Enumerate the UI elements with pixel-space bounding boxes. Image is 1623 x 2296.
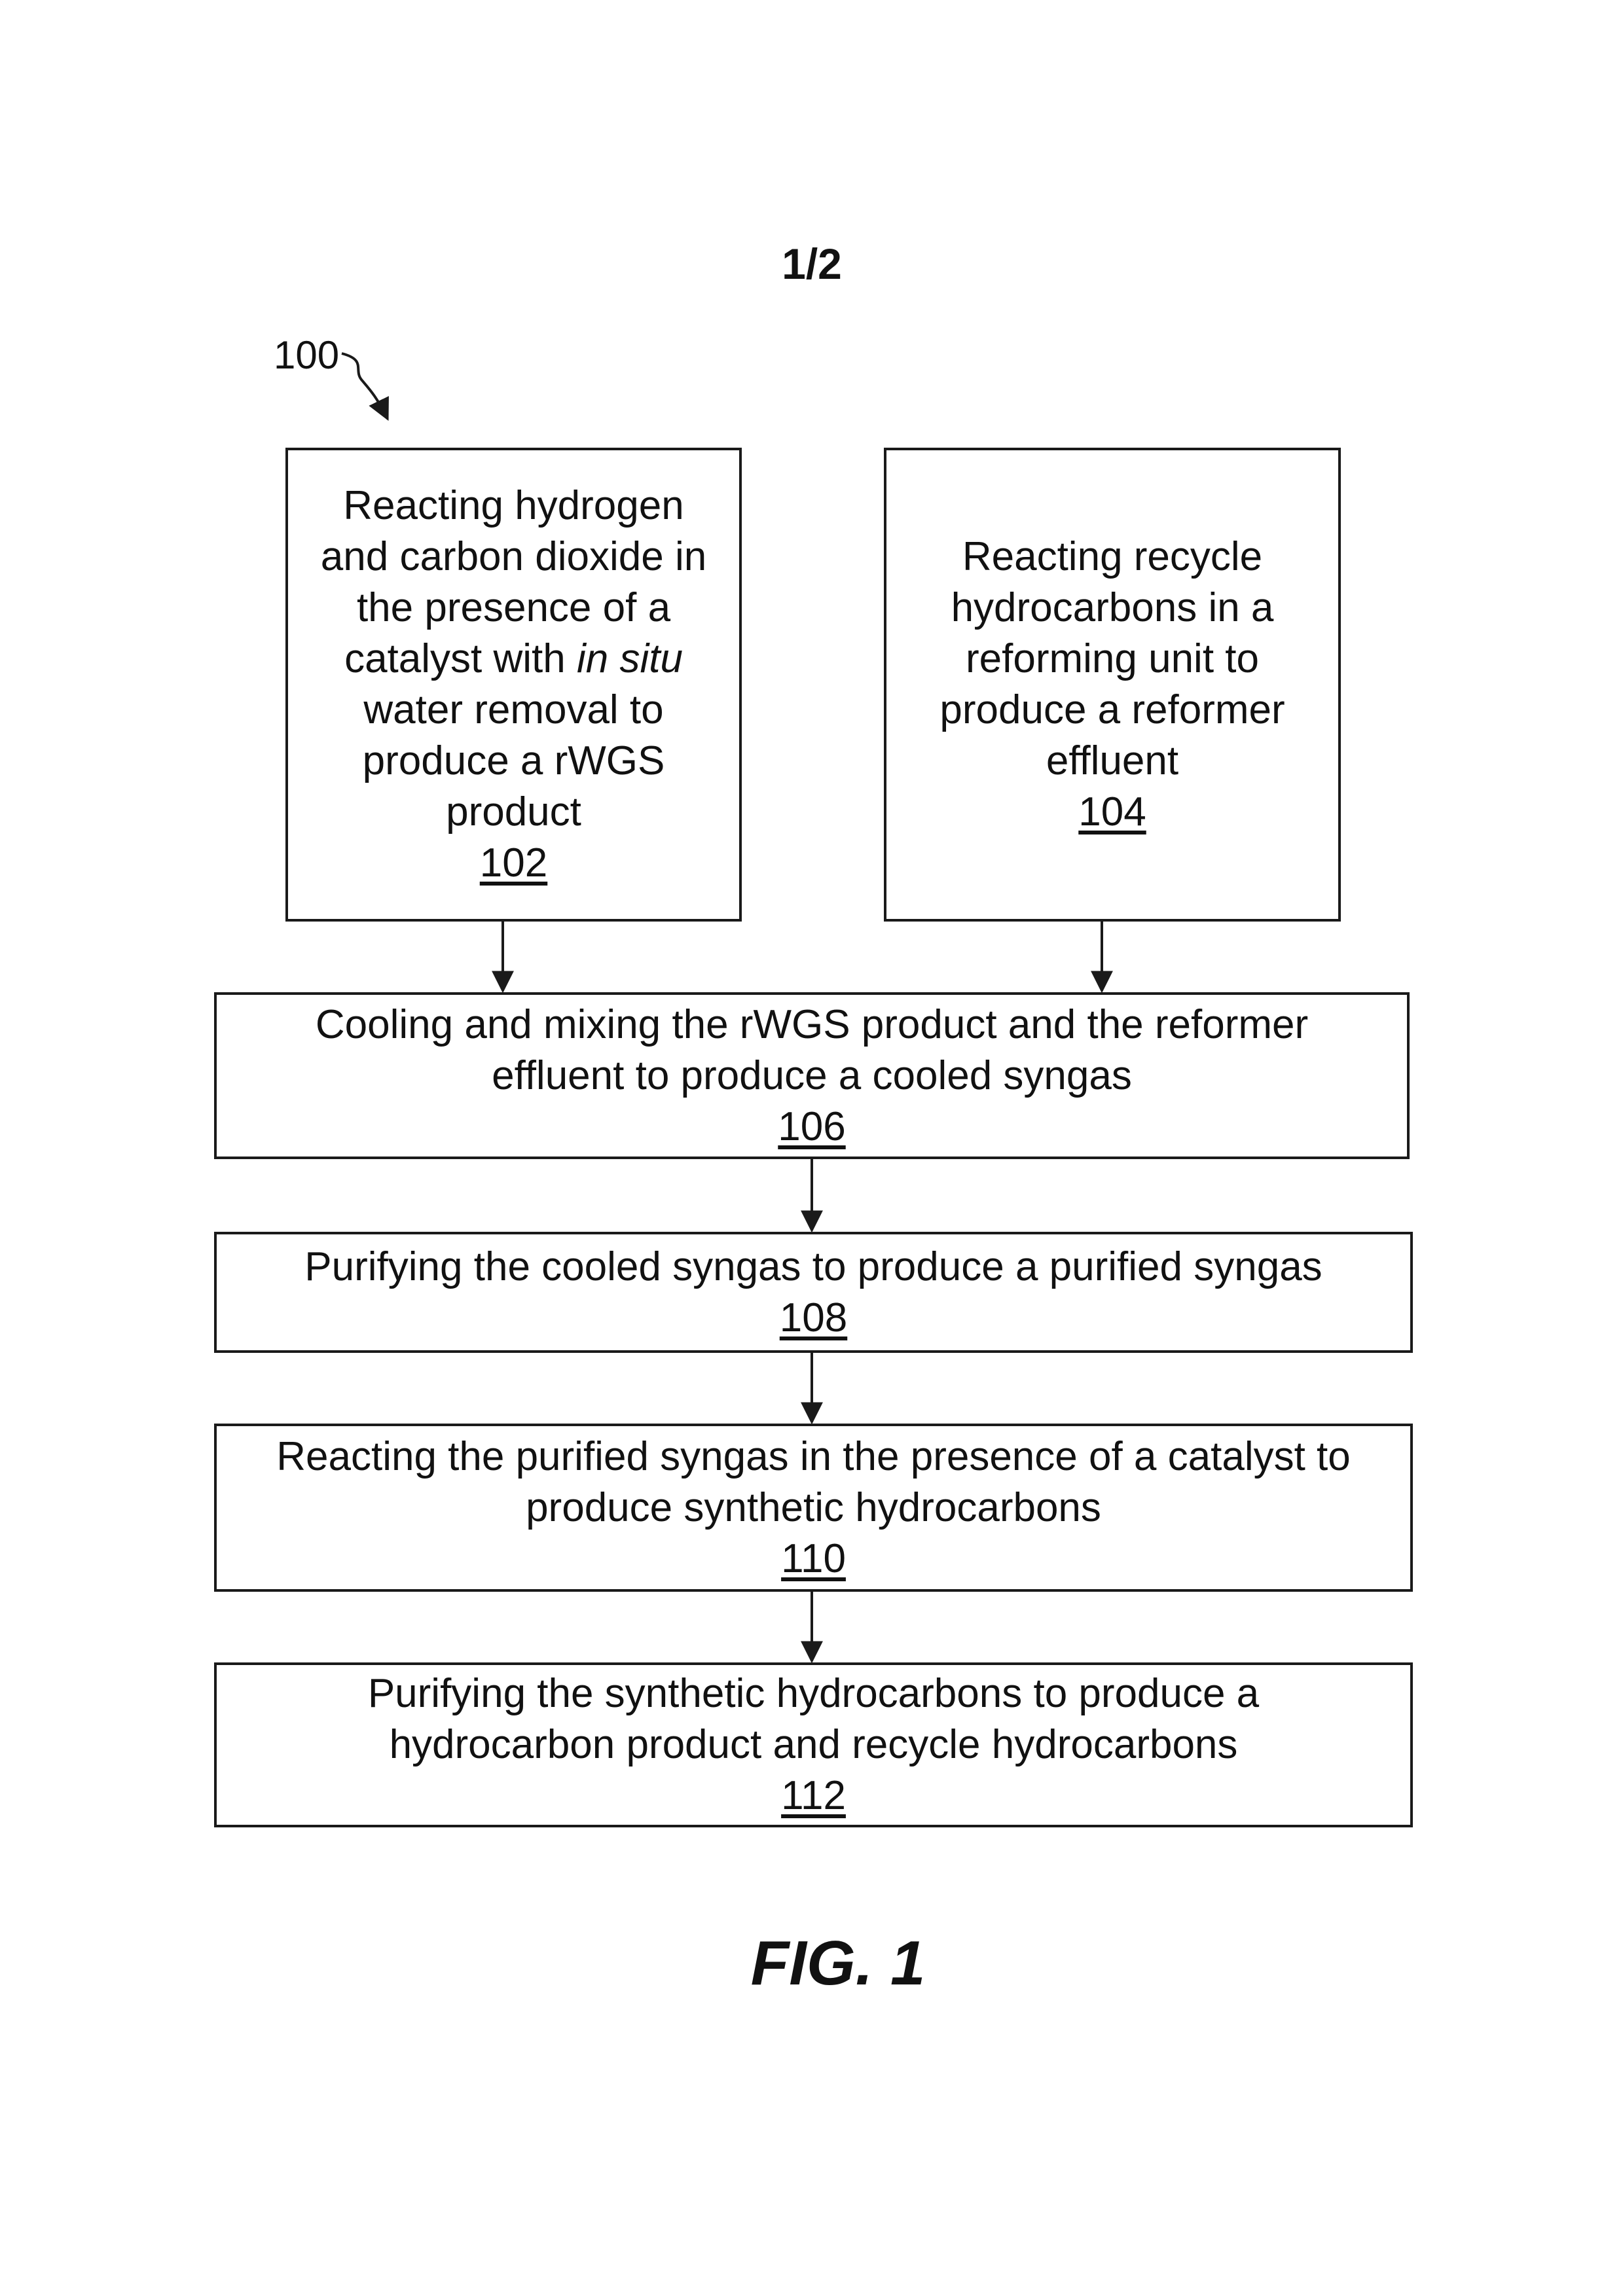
- step-102-line-1: Reacting hydrogen: [343, 480, 684, 531]
- step-104-line-3: reforming unit to: [966, 634, 1259, 685]
- step-104-line-2: hydrocarbons in a: [951, 583, 1274, 634]
- step-104-number: 104: [1078, 787, 1146, 838]
- step-102-line-5: water removal to: [363, 685, 663, 736]
- step-110-line-1: Reacting the purified syngas in the pres…: [276, 1431, 1351, 1482]
- step-108-line-1: Purifying the cooled syngas to produce a…: [304, 1242, 1322, 1293]
- step-102-line-2: and carbon dioxide in: [321, 531, 706, 583]
- step-102-italic-term: in situ: [577, 636, 683, 681]
- step-104-line-4: produce a reformer: [939, 685, 1285, 736]
- step-112-line-2: hydrocarbon product and recycle hydrocar…: [390, 1719, 1238, 1770]
- step-102-number: 102: [480, 838, 547, 889]
- figure-label: FIG. 1: [707, 1928, 969, 2000]
- step-104-line-1: Reacting recycle: [962, 531, 1262, 583]
- step-102-line-4: catalyst with in situ: [344, 634, 683, 685]
- step-112-number: 112: [781, 1770, 846, 1821]
- step-box-112: Purifying the synthetic hydrocarbons to …: [214, 1662, 1413, 1827]
- step-104-line-5: effluent: [1046, 736, 1178, 787]
- sheet-number: 1/2: [746, 239, 877, 289]
- step-box-102: Reacting hydrogen and carbon dioxide in …: [285, 448, 742, 922]
- step-box-110: Reacting the purified syngas in the pres…: [214, 1424, 1413, 1592]
- step-box-104: Reacting recycle hydrocarbons in a refor…: [884, 448, 1341, 922]
- step-106-line-1: Cooling and mixing the rWGS product and …: [316, 999, 1308, 1050]
- step-106-number: 106: [778, 1102, 845, 1153]
- reference-numeral: 100: [274, 332, 339, 378]
- step-102-line-6: produce a rWGS: [363, 736, 665, 787]
- step-102-line-4-text: catalyst with: [344, 636, 577, 681]
- step-112-line-1: Purifying the synthetic hydrocarbons to …: [368, 1668, 1259, 1719]
- step-102-line-3: the presence of a: [357, 583, 670, 634]
- step-106-line-2: effluent to produce a cooled syngas: [492, 1050, 1132, 1102]
- reference-leader-arrow: [342, 353, 388, 419]
- step-102-line-7: product: [446, 787, 581, 838]
- step-box-106: Cooling and mixing the rWGS product and …: [214, 992, 1410, 1159]
- step-108-number: 108: [780, 1293, 847, 1344]
- step-box-108: Purifying the cooled syngas to produce a…: [214, 1232, 1413, 1353]
- step-110-line-2: produce synthetic hydrocarbons: [526, 1482, 1101, 1534]
- step-110-number: 110: [781, 1534, 846, 1585]
